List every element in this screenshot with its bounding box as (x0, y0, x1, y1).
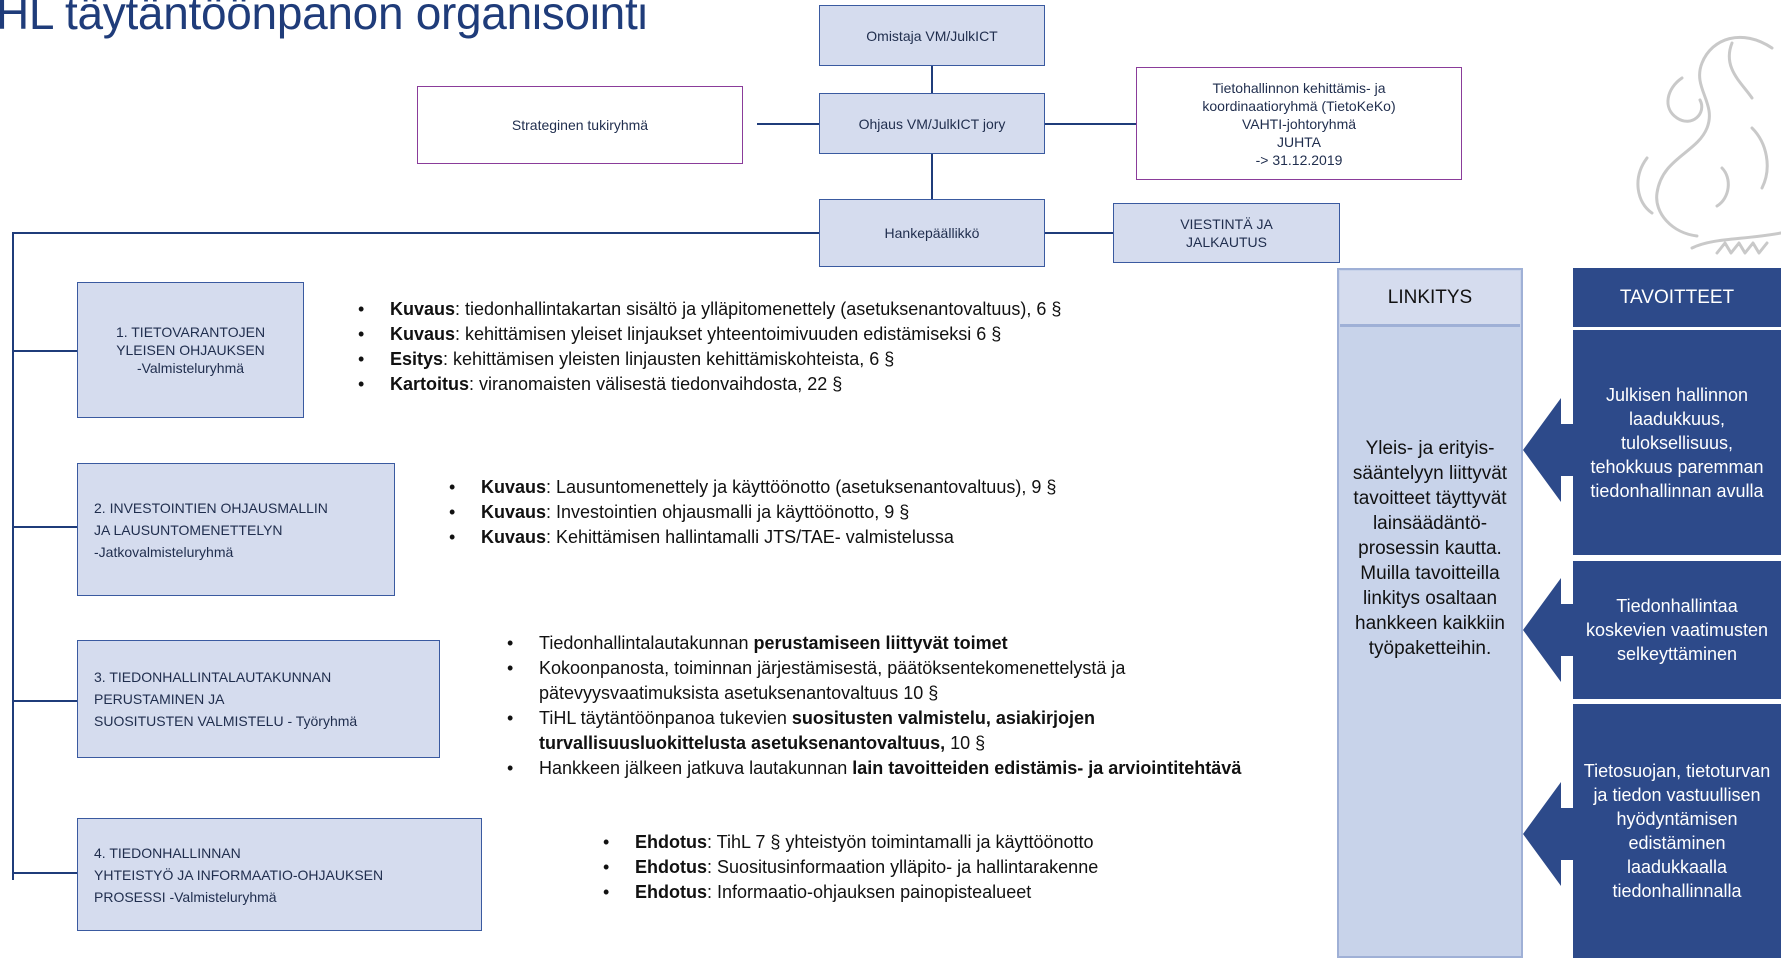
coord-line: VAHTI-johtoryhmä (1241, 115, 1357, 132)
page-title: HL täytäntöönpanon organisointi (0, 0, 648, 39)
owner-label: Omistaja VM/JulkICT (866, 27, 998, 44)
linkitys-body: Yleis- ja erityis-sääntelyyn liittyvät t… (1352, 438, 1508, 659)
group-4-line: YHTEISTYÖ JA INFORMAATIO-OHJAUKSEN (94, 866, 384, 883)
group-3-line: 3. TIEDONHALLINTALAUTAKUNNAN (94, 669, 332, 685)
connector-steering-manager (931, 153, 933, 199)
coordination-box: Tietohallinnon kehittämis- ja koordinaat… (1136, 67, 1462, 180)
communication-box: VIESTINTÄ JA JALKAUTUS (1113, 203, 1340, 263)
group-4-line: PROSESSI -Valmisteluryhmä (94, 888, 277, 905)
connector-manager-comms (1043, 232, 1113, 234)
bullet-item: Hankkeen jälkeen jatkuva lautakunnan lai… (507, 756, 1252, 781)
coord-line: Tietohallinnon kehittämis- ja (1212, 79, 1386, 96)
goal-box-2: Tiedonhallintaa koskevien vaatimusten se… (1573, 561, 1781, 699)
group-4-bullets: Ehdotus: TihL 7 § yhteistyön toimintamal… (603, 830, 1098, 905)
bullet-item: Kartoitus: viranomaisten välisestä tiedo… (358, 372, 1061, 397)
group-1-box: 1. TIETOVARANTOJEN YLEISEN OHJAUKSEN -Va… (77, 282, 304, 418)
linkitys-header: LINKITYS (1340, 271, 1520, 327)
comms-line: VIESTINTÄ JA (1180, 216, 1273, 232)
bullet-item: Tiedonhallintalautakunnan perustamiseen … (507, 631, 1252, 656)
connector-manager-left (12, 232, 819, 234)
bullet-item: Ehdotus: Informaatio-ohjauksen painopist… (603, 880, 1098, 905)
coord-line: koordinaatioryhmä (TietoKeKo) (1202, 97, 1396, 114)
group-2-line: -Jatkovalmisteluryhmä (94, 543, 234, 560)
manager-label: Hankepäällikkö (884, 225, 980, 241)
tavoitteet-header: TAVOITTEET (1573, 268, 1781, 327)
bullet-item: Kuvaus: tiedonhallintakartan sisältö ja … (358, 297, 1061, 322)
connector-group-1 (12, 350, 77, 352)
group-3-line: PERUSTAMINEN JA (94, 691, 225, 707)
group-1-bullets: Kuvaus: tiedonhallintakartan sisältö ja … (358, 297, 1061, 397)
linkitys-column (1337, 268, 1523, 958)
bullet-item: Kokoonpanosta, toiminnan järjestämisestä… (507, 656, 1252, 706)
bullet-item: TiHL täytäntöönpanoa tukevien suosituste… (507, 706, 1252, 756)
group-4-line: 4. TIEDONHALLINNAN (94, 844, 241, 861)
linkitys-header-label: LINKITYS (1387, 286, 1473, 308)
owner-box: Omistaja VM/JulkICT (819, 5, 1045, 66)
steering-label: Ohjaus VM/JulkICT jory (858, 115, 1006, 132)
group-3-box: 3. TIEDONHALLINTALAUTAKUNNAN PERUSTAMINE… (77, 640, 440, 758)
bullet-item: Kuvaus: kehittämisen yleiset linjaukset … (358, 322, 1061, 347)
bullet-item: Ehdotus: TihL 7 § yhteistyön toimintamal… (603, 830, 1098, 855)
group-1-line: -Valmisteluryhmä (136, 360, 245, 376)
group-3-bullets: Tiedonhallintalautakunnan perustamiseen … (507, 631, 1252, 781)
goal-box-1: Julkisen hallinnon laadukkuus, tuloksell… (1573, 330, 1781, 555)
group-2-box: 2. INVESTOINTIEN OHJAUSMALLIN JA LAUSUNT… (77, 463, 395, 596)
bullet-item: Kuvaus: Investointien ohjausmalli ja käy… (449, 500, 1056, 525)
lion-emblem-icon (1636, 35, 1781, 255)
tavoitteet-header-label: TAVOITTEET (1619, 286, 1735, 308)
goal-text: Tiedonhallintaa koskevien vaatimusten se… (1585, 596, 1769, 664)
group-2-line: 2. INVESTOINTIEN OHJAUSMALLIN (94, 499, 328, 516)
strategic-label: Strateginen tukiryhmä (511, 117, 649, 133)
group-2-line: JA LAUSUNTOMENETTELYN (94, 521, 283, 538)
left-arrow-icon (1523, 398, 1573, 502)
steering-box: Ohjaus VM/JulkICT jory (819, 93, 1045, 154)
strategic-support-box: Strateginen tukiryhmä (417, 86, 743, 164)
connector-owner-steering (931, 65, 933, 93)
coord-line: JUHTA (1276, 133, 1322, 150)
connector-group-4 (12, 872, 77, 874)
bullet-item: Ehdotus: Suositusinformaation ylläpito- … (603, 855, 1098, 880)
left-arrow-icon (1523, 578, 1573, 682)
bullet-item: Kuvaus: Lausuntomenettely ja käyttöönott… (449, 475, 1056, 500)
goal-text: Tietosuojan, tietoturvan ja tiedon vastu… (1583, 761, 1771, 901)
connector-group-2 (12, 526, 77, 528)
connector-group-3 (12, 700, 77, 702)
group-3-line: SUOSITUSTEN VALMISTELU - Työryhmä (94, 713, 358, 729)
group-4-box: 4. TIEDONHALLINNAN YHTEISTYÖ JA INFORMAA… (77, 818, 482, 931)
goal-text: Julkisen hallinnon laadukkuus, tuloksell… (1590, 384, 1764, 501)
goal-box-3: Tietosuojan, tietoturvan ja tiedon vastu… (1573, 704, 1781, 958)
group-2-bullets: Kuvaus: Lausuntomenettely ja käyttöönott… (449, 475, 1056, 550)
bullet-item: Esitys: kehittämisen yleisten linjausten… (358, 347, 1061, 372)
project-manager-box: Hankepäällikkö (819, 199, 1045, 267)
group-1-line: YLEISEN OHJAUKSEN (116, 342, 265, 358)
group-1-line: 1. TIETOVARANTOJEN (115, 324, 266, 340)
left-arrow-icon (1523, 782, 1573, 886)
bullet-item: Kuvaus: Kehittämisen hallintamalli JTS/T… (449, 525, 1056, 550)
coord-line: -> 31.12.2019 (1255, 151, 1343, 168)
connector-vertical-left (12, 232, 14, 880)
connector-strategic-steering (757, 123, 819, 125)
comms-line: JALKAUTUS (1186, 234, 1267, 250)
connector-steering-coord (1043, 123, 1136, 125)
